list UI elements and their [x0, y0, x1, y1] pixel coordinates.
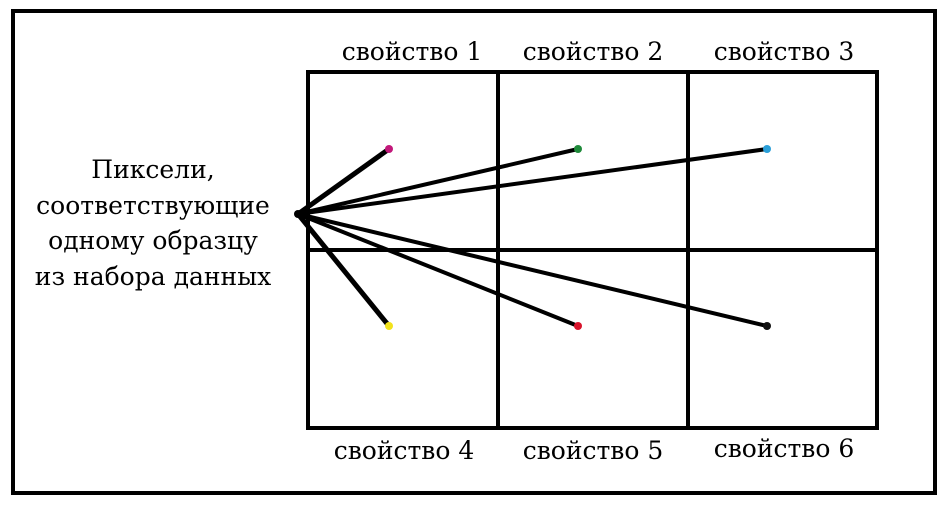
source-label-line-3: одному образцу: [48, 226, 258, 255]
source-node: [294, 210, 302, 218]
source-label: Пиксели, соответствующие одному образцу …: [35, 155, 271, 291]
source-label-line-1: Пиксели,: [91, 155, 214, 184]
property-2-dot: [574, 145, 582, 153]
property-dots: [385, 145, 771, 330]
property-3-dot: [763, 145, 771, 153]
property-6-dot: [763, 322, 771, 330]
property-3-label: свойство 3: [714, 37, 855, 66]
property-5-label: свойство 5: [523, 436, 664, 465]
property-1-dot: [385, 145, 393, 153]
outer-frame: [11, 9, 937, 495]
connector-line-6: [296, 212, 769, 328]
connector-line-5: [296, 212, 580, 328]
property-1-label: свойство 1: [342, 37, 483, 66]
property-grid: [306, 70, 879, 430]
connector-line-3: [296, 147, 769, 216]
property-4-dot: [385, 322, 393, 330]
property-5-dot: [574, 322, 582, 330]
property-2-label: свойство 2: [523, 37, 664, 66]
connector-line-4: [295, 211, 392, 329]
connector-line-2: [296, 147, 580, 216]
property-4-label: свойство 4: [334, 436, 475, 465]
property-6-label: свойство 6: [714, 434, 855, 463]
connector-line-1: [295, 146, 392, 217]
source-label-line-4: из набора данных: [35, 262, 271, 291]
source-label-line-2: соответствующие: [36, 191, 270, 220]
connector-lines: [295, 146, 769, 329]
